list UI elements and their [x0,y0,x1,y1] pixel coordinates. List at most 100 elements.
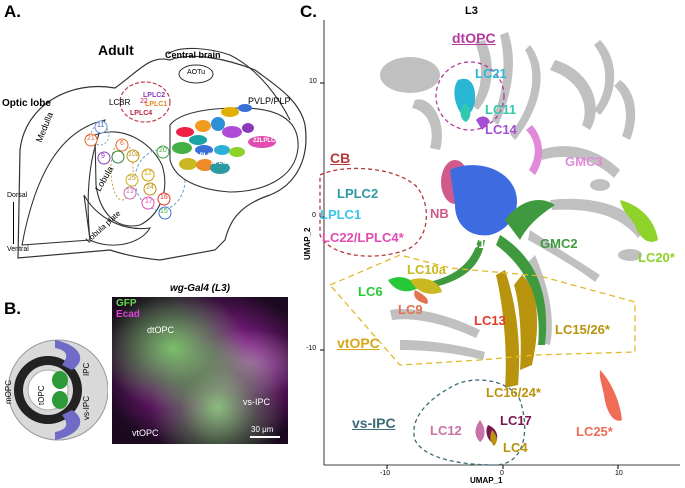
dtopc-photo-label: dtOPC [147,325,175,335]
cluster-lc16 [496,270,520,388]
schematic-ipc-label: IPC [82,362,91,376]
panel-a-letter: A. [4,2,21,21]
cluster-lc4 [490,430,497,446]
umap-ylabel: UMAP_2 [303,227,312,260]
umap-xlabel: UMAP_1 [470,476,503,485]
cluster-label-lc25: LC25* [576,424,613,439]
optic-lobe-label: Optic lobe [2,98,51,109]
lobula-num: 6 [120,140,124,147]
cluster-lc12 [475,420,485,442]
panel-c-title: L3 [465,5,478,17]
cluster-label-lc9: LC9 [398,302,423,317]
aotu-label: AOTu [187,69,206,76]
cluster-lc11 [460,103,471,122]
lplc4-label: LPLC4 [130,110,153,117]
lplc1-label: LPLC1 [145,101,168,108]
scale-label: 30 μm [251,425,274,434]
glomerulus-label-lplc1: LPLC1 [211,160,231,166]
cluster-label-lc21: LC21 [475,66,507,81]
cluster-label-lc14: LC14 [485,122,517,137]
dtopc-boundary [435,61,505,131]
cluster-lc10a [410,278,442,294]
vtopc-group-label: vtOPC [337,335,380,351]
panel-c-letter: C. [300,2,317,21]
schematic-vsipc-label: vs-IPC [82,396,91,420]
schematic-mopc-label: mOPC [4,380,13,404]
adult-label: Adult [98,42,134,58]
cluster-label-lc12: LC12 [430,423,462,438]
cluster-label-lc6: LC6 [358,284,383,299]
cluster-label-lc20: LC20* [638,250,675,265]
cluster-label-lc15: LC15/26* [555,322,610,337]
cb-boundary [319,167,428,257]
cluster-label-nb: NB [430,206,449,221]
cluster-lc14 [476,116,490,130]
cluster-gmc3 [526,125,543,175]
micrograph [112,297,288,444]
scale-bar [250,436,280,438]
xtick-10: 10 [615,470,623,477]
vtopc-boundary [328,254,636,366]
cluster-lc21 [454,78,476,116]
ytick-0: 0 [312,212,316,219]
cluster-gmc2 [505,200,555,240]
cluster-gmc2-tail1 [496,235,547,345]
umap-plot [319,20,680,469]
cluster-lc25 [599,370,622,421]
dorsal-ventral-arrow [13,202,14,244]
umap-clusters [388,78,658,446]
lobula-num: 20 [159,147,167,154]
lobula-num: 11 [97,122,105,129]
glomerulus-label-lplc4: 22LPLC4 [253,138,279,144]
xtick-0: 0 [500,470,504,477]
vtopc-photo-label: vtOPC [132,428,159,438]
medulla-outline [21,119,107,246]
cluster-label-gmc3: GMC3 [565,154,603,169]
glomerulus-label-lplc2: LPLC2 [196,153,216,159]
ecad-label: Ecad [116,309,140,320]
lobula-num: 15 [160,208,168,215]
brain-schematic [17,47,307,261]
xtick-neg10: -10 [380,470,391,477]
cluster-label-gmc1: GMC1 [448,236,486,251]
lobula-num: 10a [128,151,140,158]
panel-b-letter: B. [4,299,21,318]
lobula-num: 13 [126,188,134,195]
cluster-label-lc22: LC22/LPLC4* [322,230,404,245]
panel-b-title: wg-Gal4 (L3) [170,283,231,294]
cluster-gmc1 [450,165,518,236]
cluster-label-gmc2: GMC2 [540,236,578,251]
lobula-plate-outline [83,194,152,246]
num-22-label: 22 [140,98,148,105]
vsipc-group-label: vs-IPC [352,415,396,431]
cluster-label-lplc1: LPLC1 [320,207,362,222]
aotu-outline [178,64,214,84]
cluster-label-lplc2: LPLC2 [337,186,379,201]
lobula-num: 25 [128,175,136,182]
central-brain-label: Central brain [165,50,221,60]
dorsal-label: Dorsal [7,192,28,199]
lobula-num: 21 [87,135,95,142]
ventral-label: Ventral [7,246,29,253]
cluster-lc20 [620,200,658,242]
schematic-topc-label: tOPC [37,385,46,405]
lplc2-label: LPLC2 [143,92,166,99]
vsipc-boundary [413,379,526,466]
optic-lobe-schematic [7,339,108,441]
lobula-num: 24 [146,184,154,191]
gfp-label: GFP [116,298,137,309]
lobula-num: 16 [160,194,168,201]
ytick-10: 10 [309,78,317,85]
lobula-num: 17 [145,198,153,205]
cluster-label-lc16: LC16/24* [486,385,541,400]
glomeruli [172,104,276,174]
brain-outline [17,55,307,261]
cluster-lc9 [414,290,428,304]
cluster-lc15 [514,275,538,370]
lobula-num: 12 [144,170,152,177]
vsipc-photo-label: vs-IPC [243,397,270,407]
dtopc-group-label: dtOPC [452,30,496,46]
ytick-neg10: -10 [306,345,317,352]
cluster-label-lc11: LC11 [485,102,517,117]
cb-group-label: CB [330,150,351,166]
